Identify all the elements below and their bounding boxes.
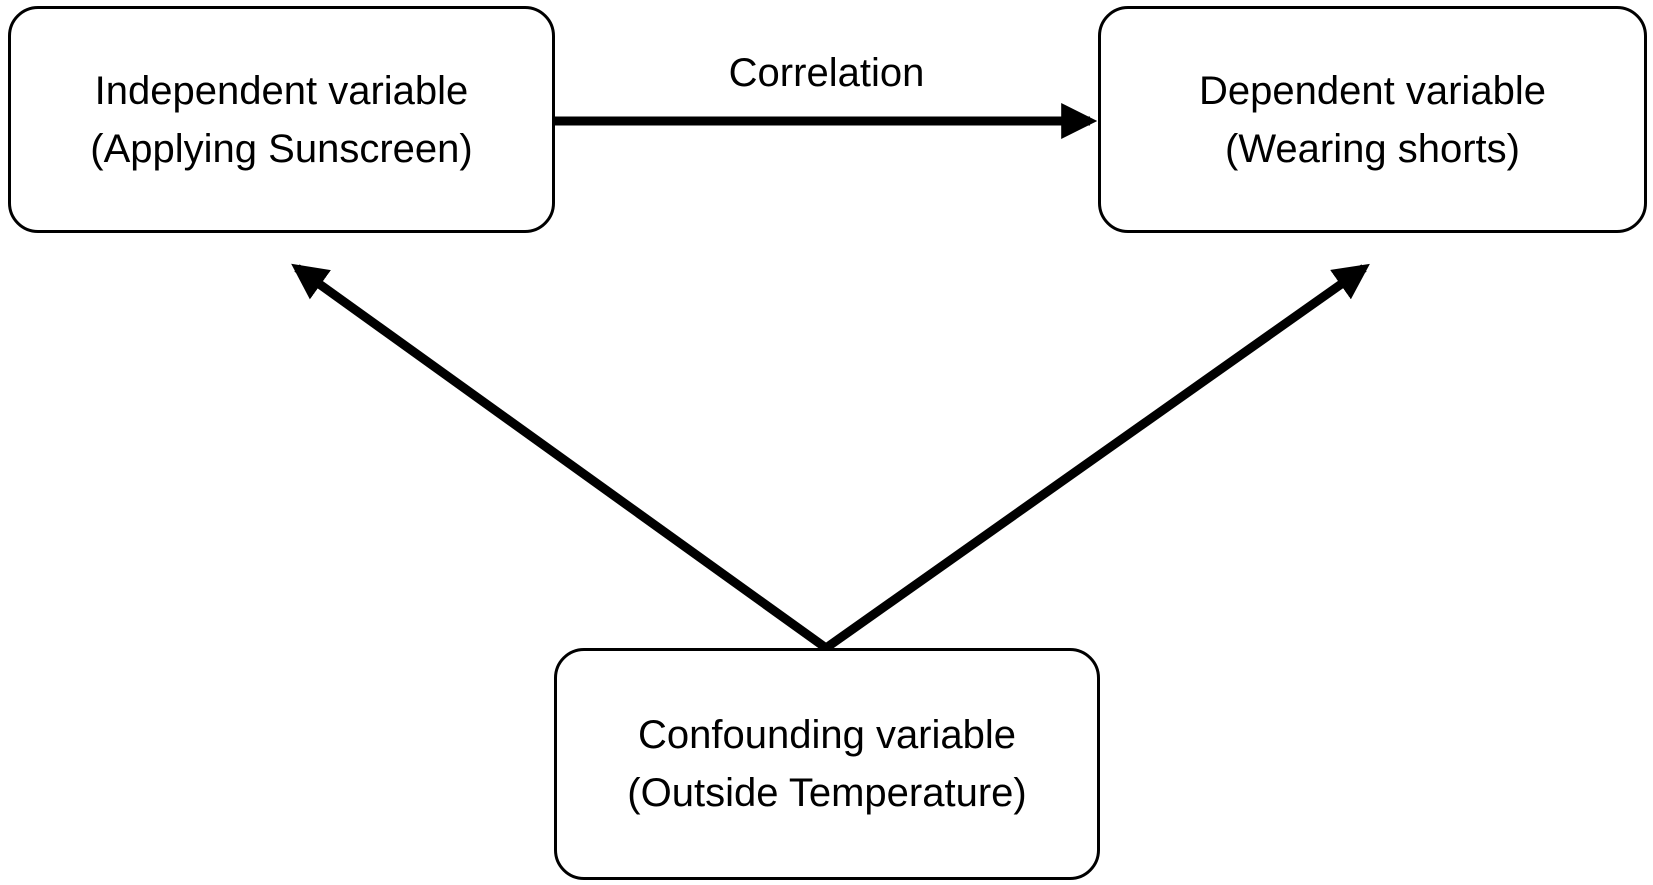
correlation-label: Correlation (728, 51, 925, 95)
confounding-to-independent-arrow (291, 263, 829, 652)
confounding-to-dependent-arrow (823, 263, 1370, 652)
dependent-variable-title: Dependent variable (1199, 68, 1546, 113)
independent-variable-title: Independent variable (94, 68, 469, 113)
dependent-variable-example: (Wearing shorts) (1225, 126, 1520, 171)
dependent-variable-box: Dependent variable (Wearing shorts) (1098, 6, 1647, 233)
confounding-variable-box: Confounding variable (Outside Temperatur… (554, 648, 1100, 880)
confounding-variable-example: (Outside Temperature) (627, 771, 1027, 815)
independent-variable-example: (Applying Sunscreen) (90, 126, 473, 171)
independent-variable-box: Independent variable (Applying Sunscreen… (8, 6, 555, 233)
confounding-variable-title: Confounding variable (637, 713, 1017, 757)
